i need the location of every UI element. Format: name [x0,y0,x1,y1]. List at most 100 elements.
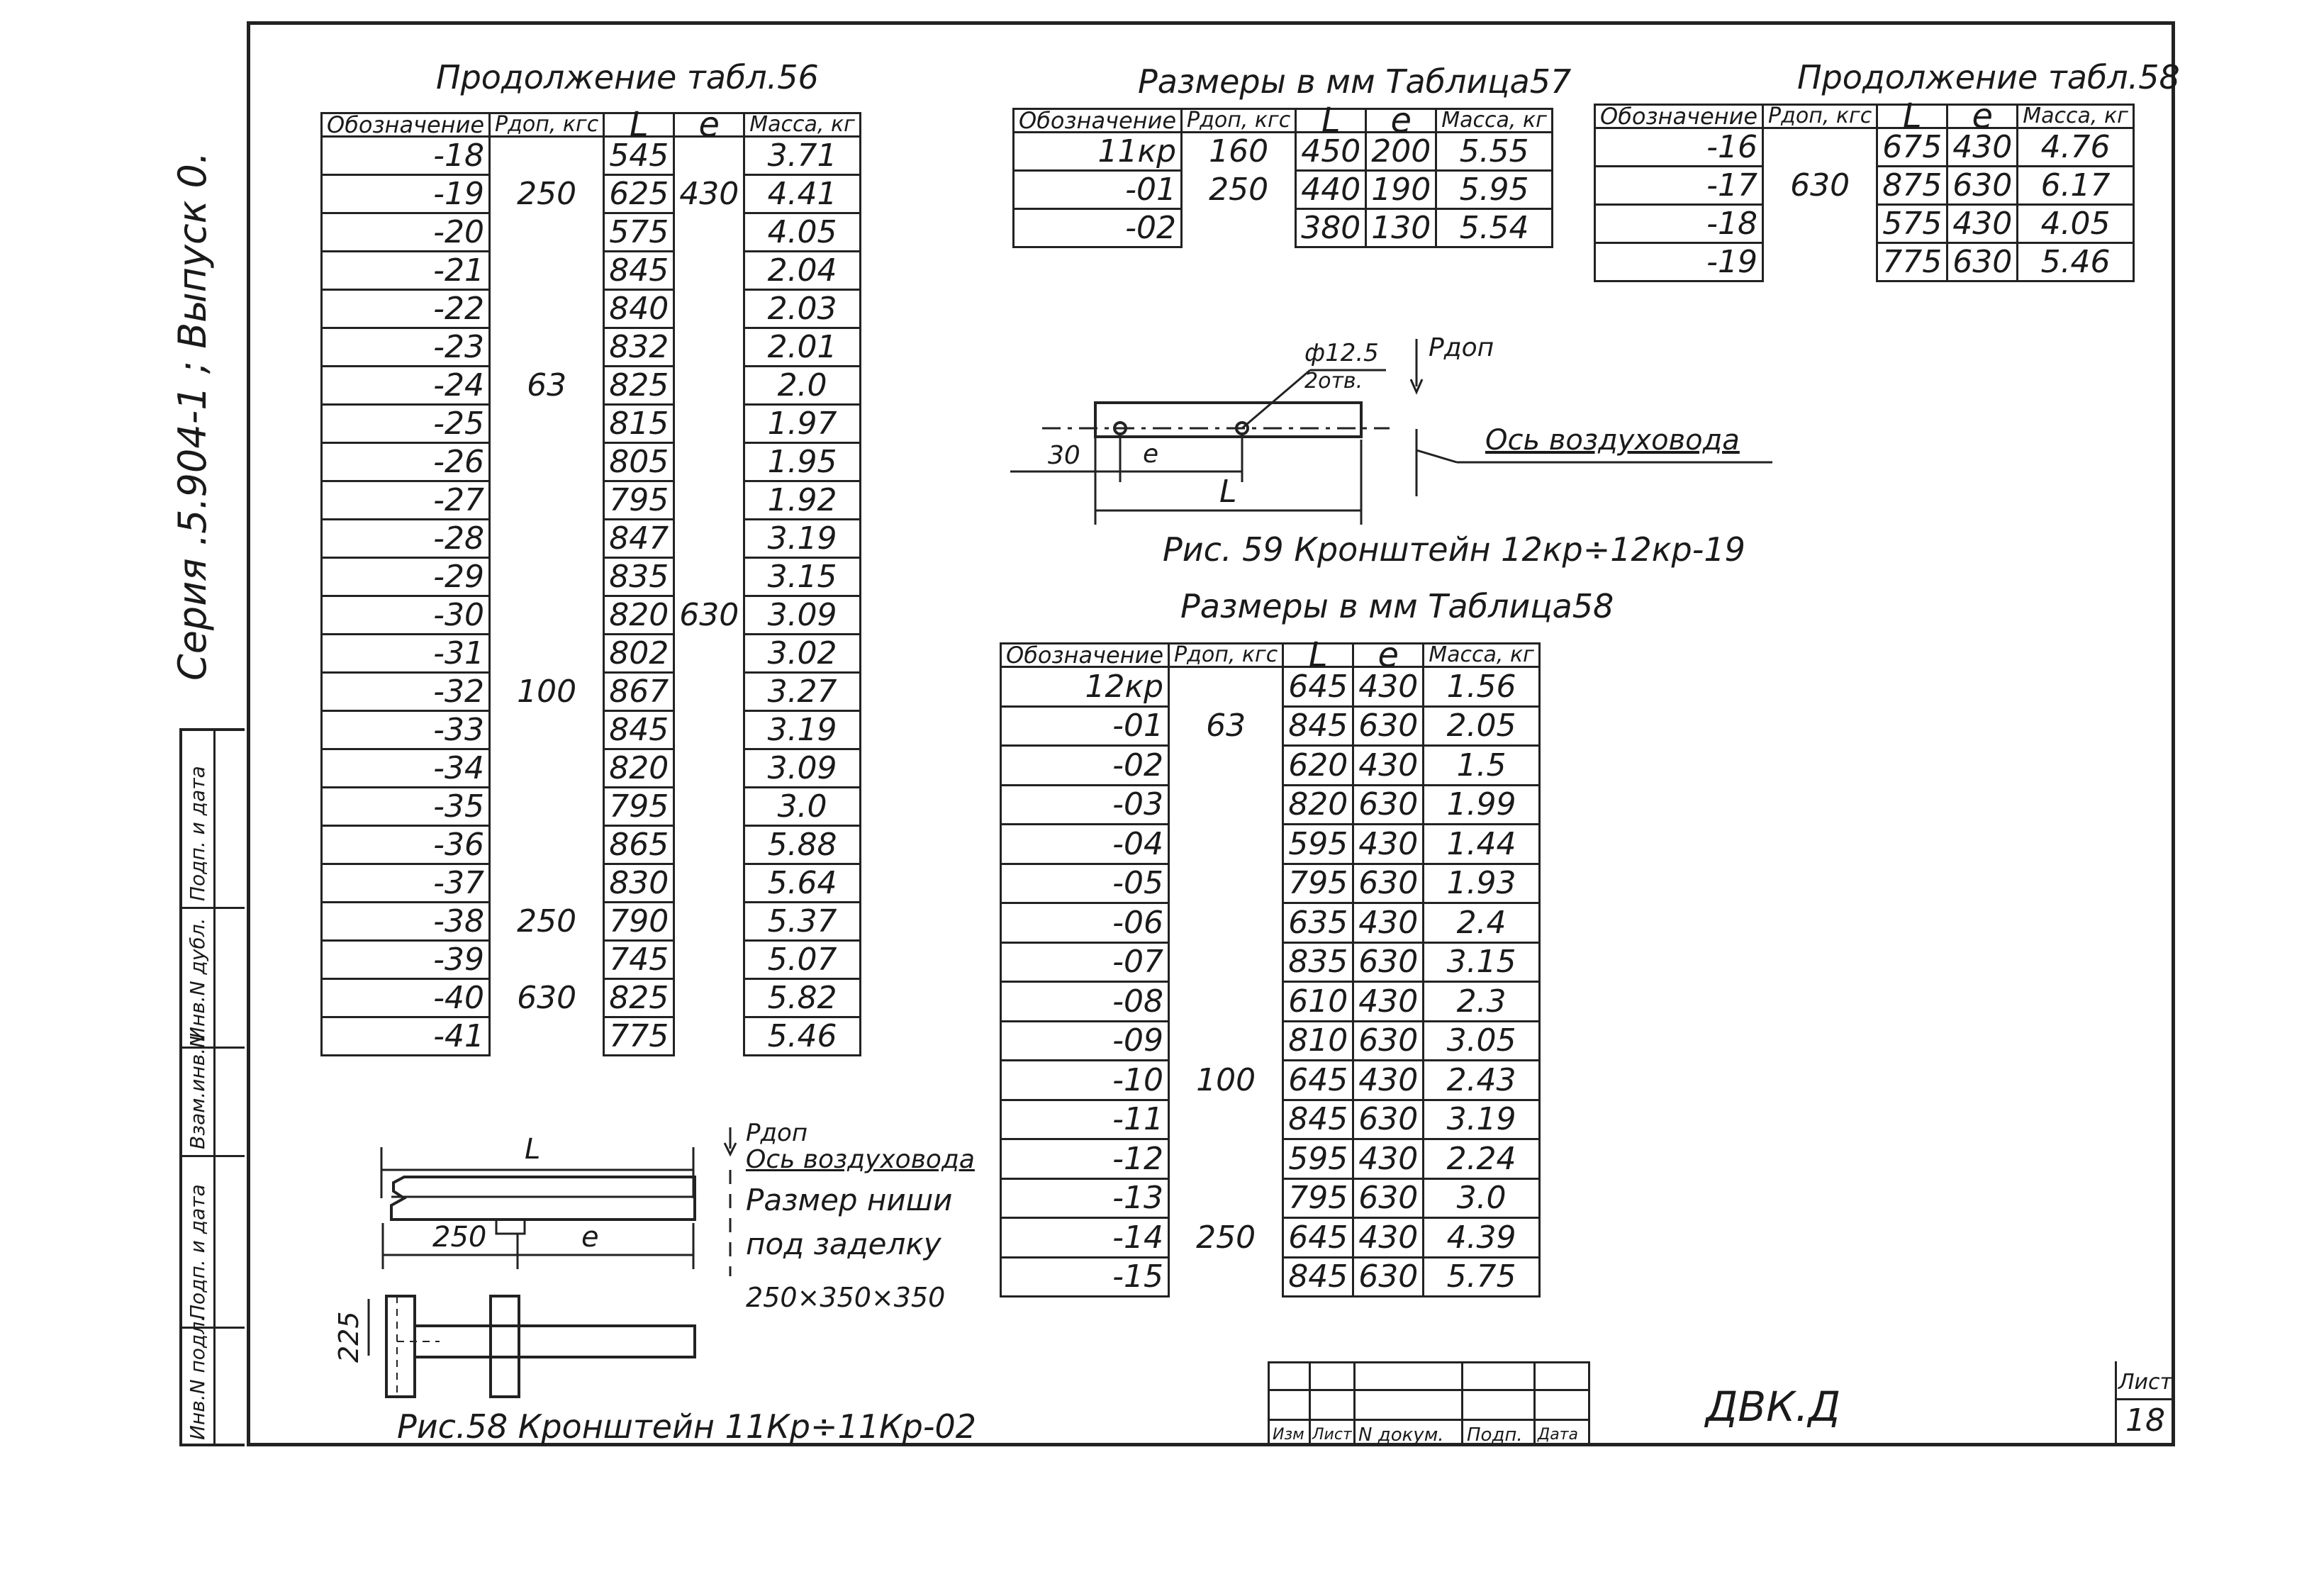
fig59-hole: ф12.5 [1304,339,1379,367]
table56-cell: 815 [603,403,676,444]
table56-cell [673,902,746,941]
table58-cell: 595 [1282,1138,1355,1180]
table58-cell: 630 [1352,862,1425,904]
table58-cell: 5.75 [1422,1256,1541,1298]
table58-cell: 2.43 [1422,1059,1541,1101]
table56-cell [673,328,746,367]
table56-cell [488,404,605,443]
table56-header-3: e [673,108,746,142]
table57-header-0: Обозначение [1012,108,1183,133]
table58-cell: 620 [1282,744,1355,786]
table56-header-1: Рдоп, кгс [488,112,605,138]
table56-title: Продолжение табл.56 [436,58,819,96]
left-strip: Инв.N подл. Подп. и дата Взам.инв.N Инв.… [179,728,245,1446]
table56-cell: -18 [320,135,491,176]
table56-cell [488,519,605,558]
table58cont-cell: 6.17 [2016,165,2135,206]
fig58-niche-2: под заделку [746,1227,941,1261]
table58cont-cell: -19 [1593,242,1765,282]
fig58-dim-e: e [581,1221,599,1254]
fig58-dim-L: L [525,1133,541,1166]
table56-cell: 825 [603,365,676,406]
table58cont-header-1: Рдоп, кгс [1762,104,1879,129]
table56-cell: -24 [320,365,491,406]
table56-cell: 2.03 [743,289,861,329]
table58-cell: -03 [999,783,1170,825]
table56-cell: 840 [603,289,676,329]
table58-cell: -14 [999,1217,1170,1259]
table56-cell: 1.95 [743,442,861,482]
table57-cell: 450 [1295,131,1368,172]
table56-cell: 3.19 [743,710,861,750]
table56-cell [488,1017,605,1056]
table57-header-4: Масса, кг [1435,108,1553,133]
table56-cell: 3.27 [743,671,861,712]
table58-cell: 645 [1282,1217,1355,1259]
fig58-axis: Ось воздуховода [746,1145,975,1174]
table56-cell: 847 [603,518,676,559]
fig59-axis: Ось воздуховода [1485,424,1740,457]
table56-cell: 2.0 [743,365,861,406]
table58-cell [1168,824,1285,864]
fig58-dim-250: 250 [432,1221,487,1254]
table56-header-0: Обозначение [320,112,491,138]
drawing-frame [247,21,2175,1446]
stamp-col-data: Дата [1538,1426,1578,1444]
sheet-label: Лист [2118,1370,2173,1395]
table58-cell: 630 [1352,941,1425,983]
table56-cell: 835 [603,557,676,597]
table56-cell [488,442,605,481]
table57-cell [1180,208,1297,247]
table56-cell [488,557,605,596]
table58-cell: 645 [1282,1059,1355,1101]
table56-cell [488,864,605,903]
table58-cell [1168,1100,1285,1139]
table58-cell: 795 [1282,1177,1355,1219]
fig58-niche-3: 250×350×350 [746,1282,946,1313]
table56-cell: 845 [603,710,676,750]
table56-cell: 745 [603,939,676,980]
table56-cell [673,634,746,673]
table56-cell: 3.19 [743,518,861,559]
table58-cell: 430 [1352,1138,1425,1180]
table58-header-0: Обозначение [999,642,1170,668]
table58cont-cell: 430 [1946,127,2019,167]
table58-cell: 2.05 [1422,705,1541,747]
table56-cell: 805 [603,442,676,482]
fig58-force: Рдоп [746,1119,808,1147]
table58-cell: -05 [999,862,1170,904]
table56-cell: 830 [603,863,676,903]
table57-cell: 250 [1180,170,1297,209]
table56-cell: 575 [603,212,676,252]
table56-cell: -19 [320,174,491,214]
table58-cell: 630 [1352,705,1425,747]
table56-cell [488,596,605,635]
table58-cell: 63 [1168,706,1285,746]
table58cont-cell [1762,242,1879,281]
table56-cell: -29 [320,557,491,597]
table56-cell [488,136,605,175]
table58cont-header-0: Обозначение [1593,104,1765,129]
sheet-number: 18 [2125,1402,2165,1439]
table56-cell: 4.41 [743,174,861,214]
table56-cell [488,825,605,864]
